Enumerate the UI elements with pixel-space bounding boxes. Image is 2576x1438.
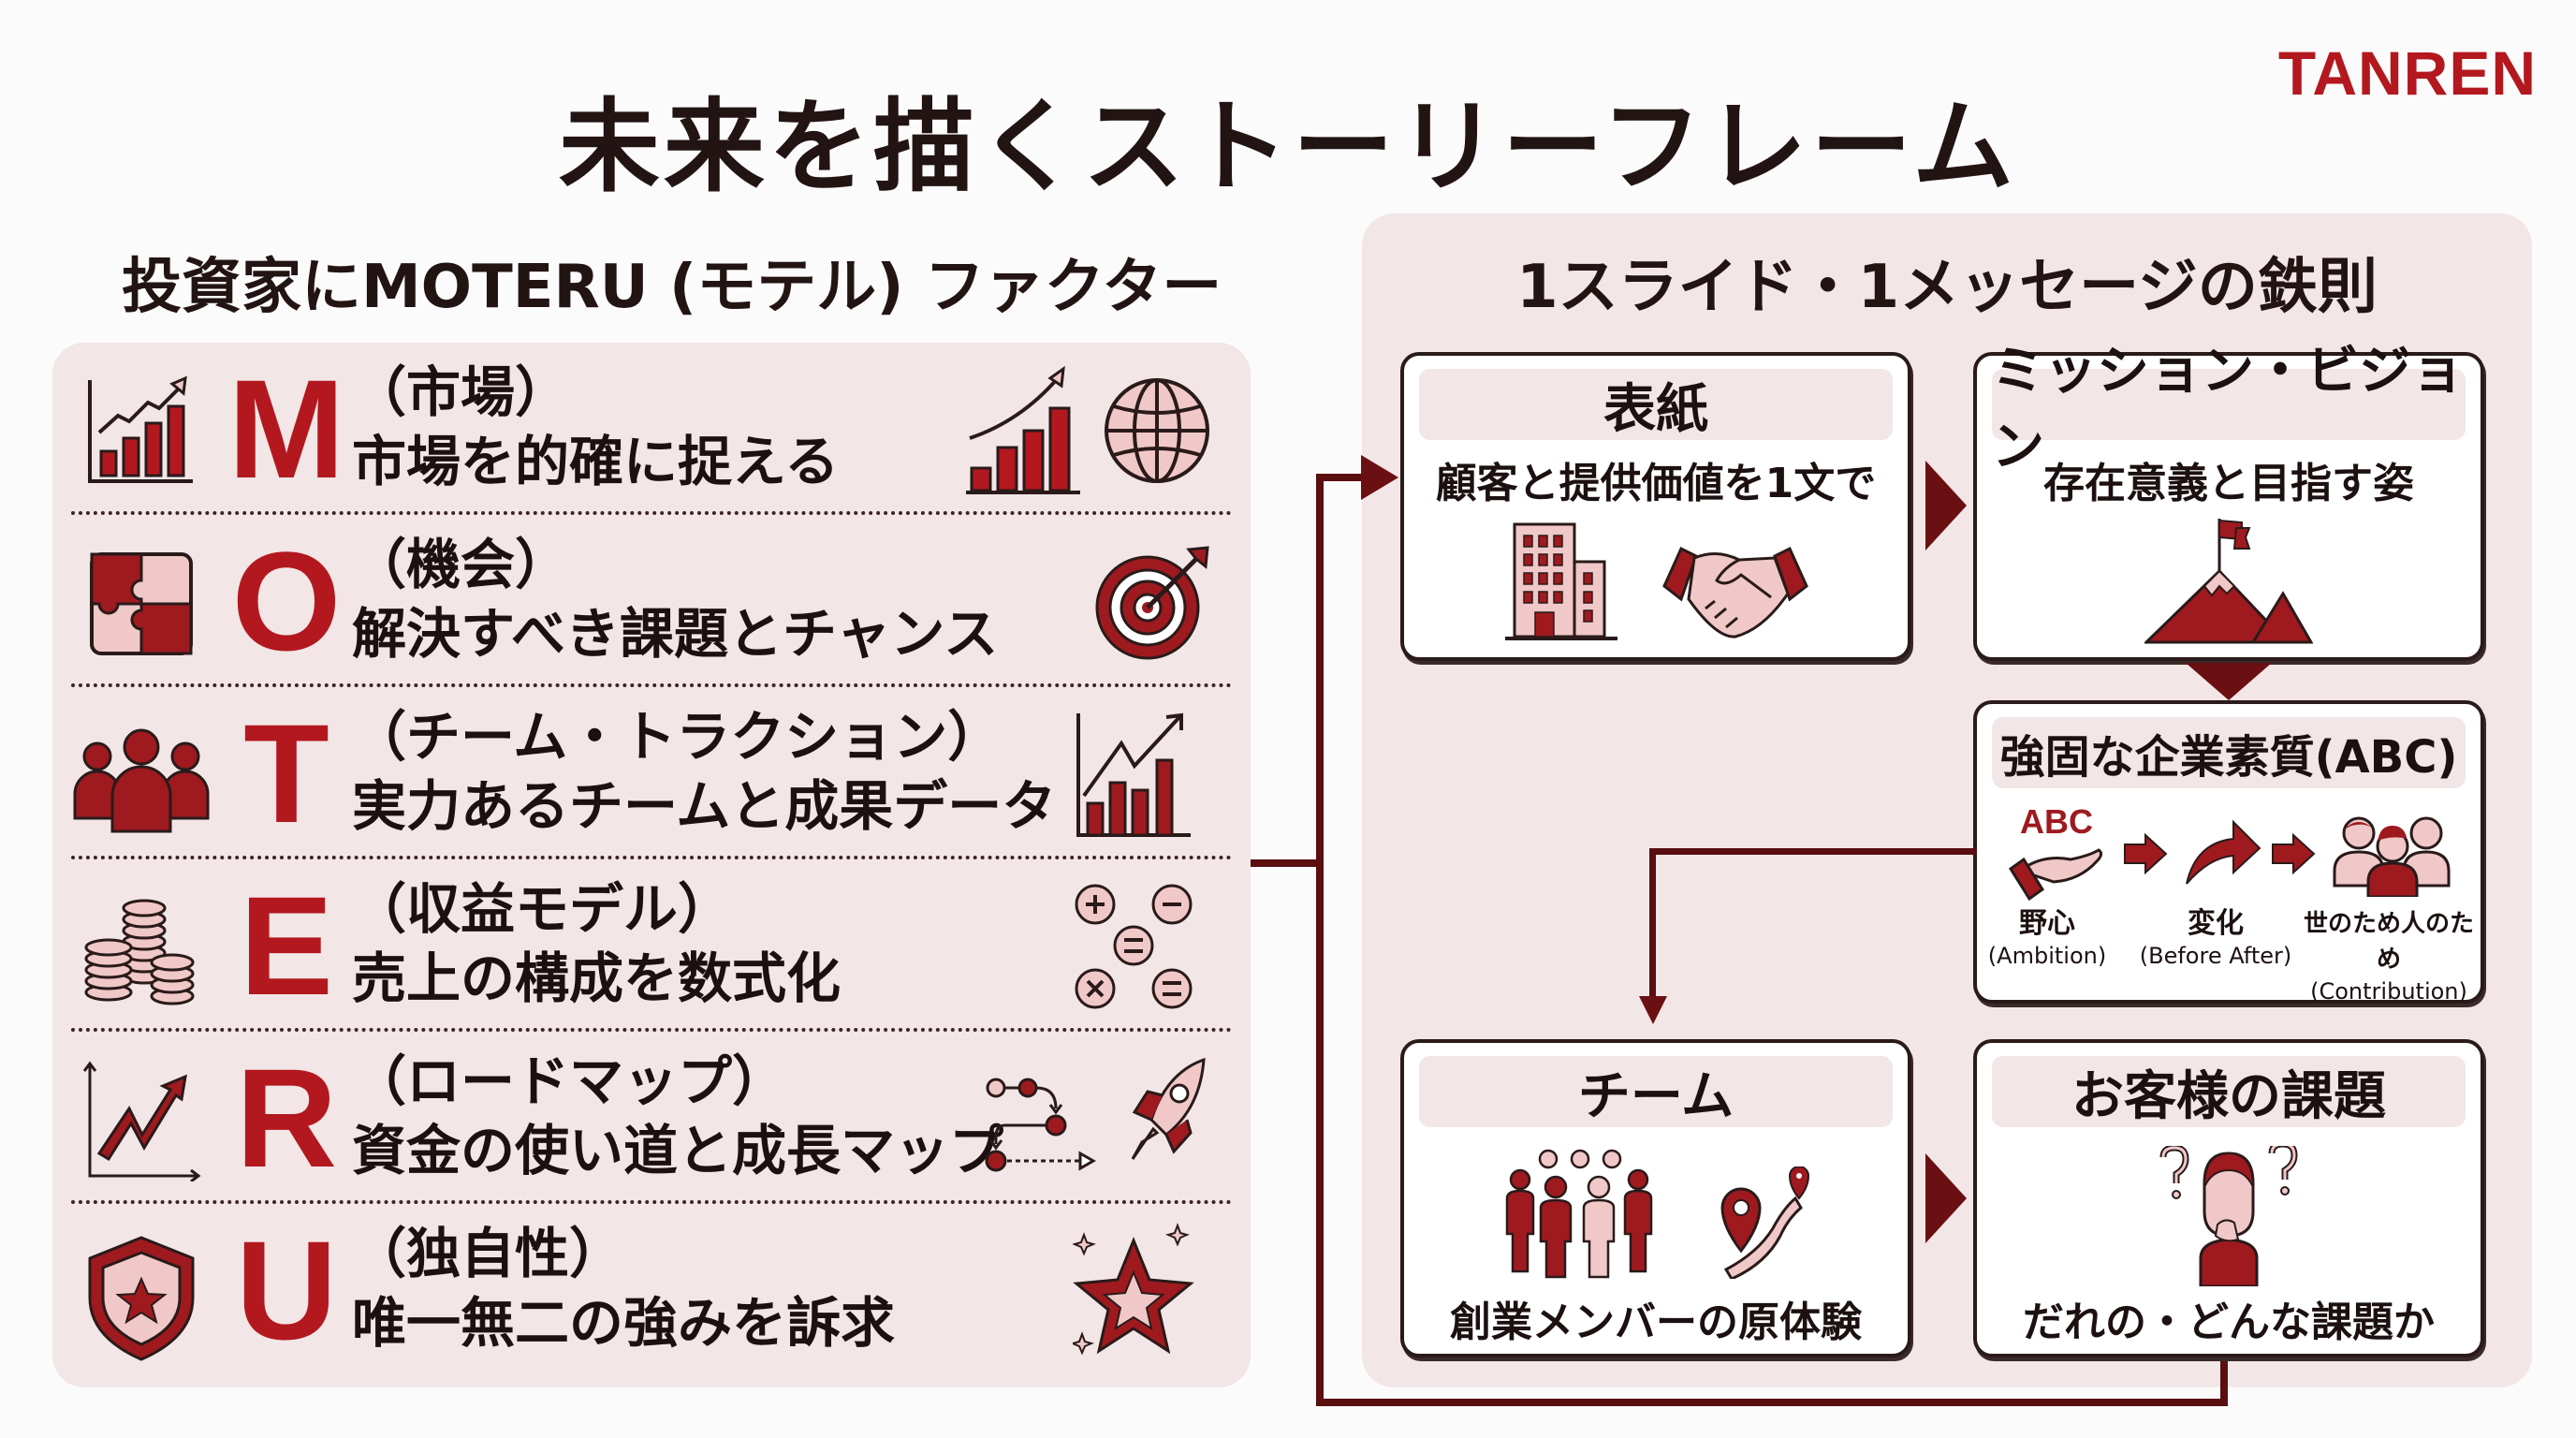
bar-chart-growth-icon: [88, 375, 193, 483]
card-mission-vision: ミッション・ビジョン 存在意義と目指す姿: [1973, 341, 2484, 661]
handshake-icon: [1662, 546, 1808, 638]
arrow-right-icon: [2272, 833, 2316, 874]
factor-desc: 市場を的確に捉える: [352, 430, 840, 493]
abc-step-jp: 変化: [2188, 907, 2244, 940]
card-customer-problem: お客様の課題 だれの・どんな課題か: [1973, 1039, 2484, 1357]
connector-line: [1251, 859, 1324, 867]
card-title: お客様の課題: [1992, 1056, 2466, 1127]
factor-title: （機会）: [352, 533, 570, 596]
connector-line: [1316, 474, 1324, 1406]
connector-line: [1316, 1399, 2228, 1406]
people-group-icon: [2333, 816, 2451, 897]
abc-step-before-after: 変化 (Before After): [2136, 906, 2295, 970]
roadmap-steps-icon: [985, 1078, 1097, 1172]
row-divider: [71, 683, 1232, 687]
abc-step-en: (Before After): [2139, 943, 2292, 969]
card-desc: 創業メンバーの原体験: [1450, 1299, 1862, 1346]
shield-star-icon: [88, 1236, 195, 1361]
traction-chart-icon: [1076, 712, 1191, 837]
abc-step-ambition: 野心 (Ambition): [1986, 906, 2108, 970]
growth-chart-icon: [966, 365, 1080, 494]
coins-icon: [84, 899, 195, 1005]
page-title: 未来を描くストーリーフレーム: [558, 89, 2018, 206]
factor-title: （独自性）: [352, 1222, 624, 1285]
card-title: 強固な企業素質(ABC): [1992, 717, 2466, 788]
arrow-to-cover: [1361, 455, 1398, 500]
row-divider: [71, 511, 1232, 515]
moteru-panel: M （市場） 市場を的確に捉える: [52, 343, 1251, 1387]
card-desc: 存在意義と目指す姿: [2043, 460, 2414, 507]
abc-step-jp: 野心: [2019, 907, 2075, 940]
factor-row-e: E （収益モデル） 売上の構成を数式化: [52, 859, 1251, 1032]
row-divider: [71, 1028, 1232, 1032]
card-abc: 強固な企業素質(ABC) ABC 野心 (Ambition) 変化 (Befor…: [1973, 700, 2484, 1005]
puzzle-icon: [90, 552, 193, 655]
abc-step-en: (Contribution): [2310, 978, 2467, 1005]
factor-letter: E: [239, 867, 334, 1024]
connector-line: [2220, 1356, 2228, 1406]
team-icon: [73, 728, 210, 833]
trend-arrow-icon: [82, 1061, 201, 1181]
arrow-right-icon: [2124, 833, 2168, 874]
brand-logo: TANREN: [2277, 38, 2537, 108]
row-divider: [71, 856, 1232, 859]
card-team: チーム 創業メンバーの原体験: [1400, 1039, 1911, 1357]
factor-desc: 解決すべき課題とチャンス: [352, 602, 999, 666]
factor-row-r: R （ロードマップ） 資金の使い道と成長マップ: [52, 1032, 1251, 1204]
factor-title: （ロードマップ）: [352, 1049, 787, 1113]
card-title: ミッション・ビジョン: [1992, 341, 2466, 477]
rocket-icon: [1131, 1057, 1206, 1160]
factor-title: （収益モデル）: [352, 877, 733, 941]
card-desc: だれの・どんな課題か: [2023, 1299, 2435, 1346]
math-operators-icon: [1075, 884, 1193, 1009]
factor-row-o: O （機会） 解決すべき課題とチャンス: [52, 515, 1251, 687]
card-cover: 表紙 顧客と提供価値を1文で: [1400, 352, 1911, 661]
factor-desc: 売上の構成を数式化: [352, 946, 842, 1010]
connector-line: [1649, 848, 1656, 996]
connector-line: [1649, 848, 1977, 855]
card-title: チーム: [1419, 1056, 1893, 1127]
arrow-right: [1925, 1153, 1967, 1243]
factor-title: （チーム・トラクション）: [352, 705, 1003, 769]
hand-abc-icon: ABC: [2008, 802, 2103, 902]
arrow-right: [1925, 461, 1967, 550]
team-members-icon: [1505, 1149, 1653, 1279]
factor-row-t: T （チーム・トラクション） 実力あるチームと成果データ: [52, 687, 1251, 859]
target-icon: [1095, 546, 1209, 660]
factor-row-u: U （独自性） 唯一無二の強みを訴求: [52, 1204, 1251, 1376]
row-divider: [71, 1200, 1232, 1204]
factor-letter: O: [231, 522, 342, 680]
arrow-down: [2186, 663, 2272, 700]
abc-step-jp: 世のため人のため: [2303, 910, 2474, 974]
slide-rules-heading: 1スライド・1メッセージの鉄則: [1516, 253, 2378, 322]
abc-step-en: (Ambition): [1987, 943, 2107, 969]
factor-letter: R: [235, 1039, 338, 1196]
thinking-person-icon: [2159, 1146, 2298, 1286]
abc-logo: ABC: [2020, 802, 2093, 841]
factor-row-m: M （市場） 市場を的確に捉える: [52, 343, 1251, 515]
factor-desc: 唯一無二の強みを訴求: [352, 1291, 896, 1355]
factor-letter: U: [235, 1211, 338, 1369]
map-route-icon: [1720, 1167, 1810, 1279]
factor-desc: 実力あるチームと成果データ: [352, 774, 1057, 838]
building-icon: [1505, 522, 1617, 640]
curved-arrow-icon: [2186, 819, 2261, 885]
factor-letter: T: [243, 695, 329, 852]
arrow-down: [1639, 996, 1667, 1024]
abc-step-contribution: 世のため人のため (Contribution): [2295, 906, 2482, 1005]
globe-icon: [1105, 378, 1209, 483]
sparkle-star-icon: [1073, 1223, 1194, 1356]
card-desc: 顧客と提供価値を1文で: [1435, 460, 1877, 507]
card-title: 表紙: [1419, 369, 1893, 440]
factor-letter: M: [227, 350, 345, 507]
factor-title: （市場）: [352, 360, 570, 424]
factor-desc: 資金の使い道と成長マップ: [352, 1119, 1004, 1182]
mountain-flag-icon: [2144, 519, 2313, 644]
connector-line: [1316, 474, 1365, 481]
moteru-heading: 投資家にMOTERU (モテル) ファクター: [122, 253, 1222, 322]
